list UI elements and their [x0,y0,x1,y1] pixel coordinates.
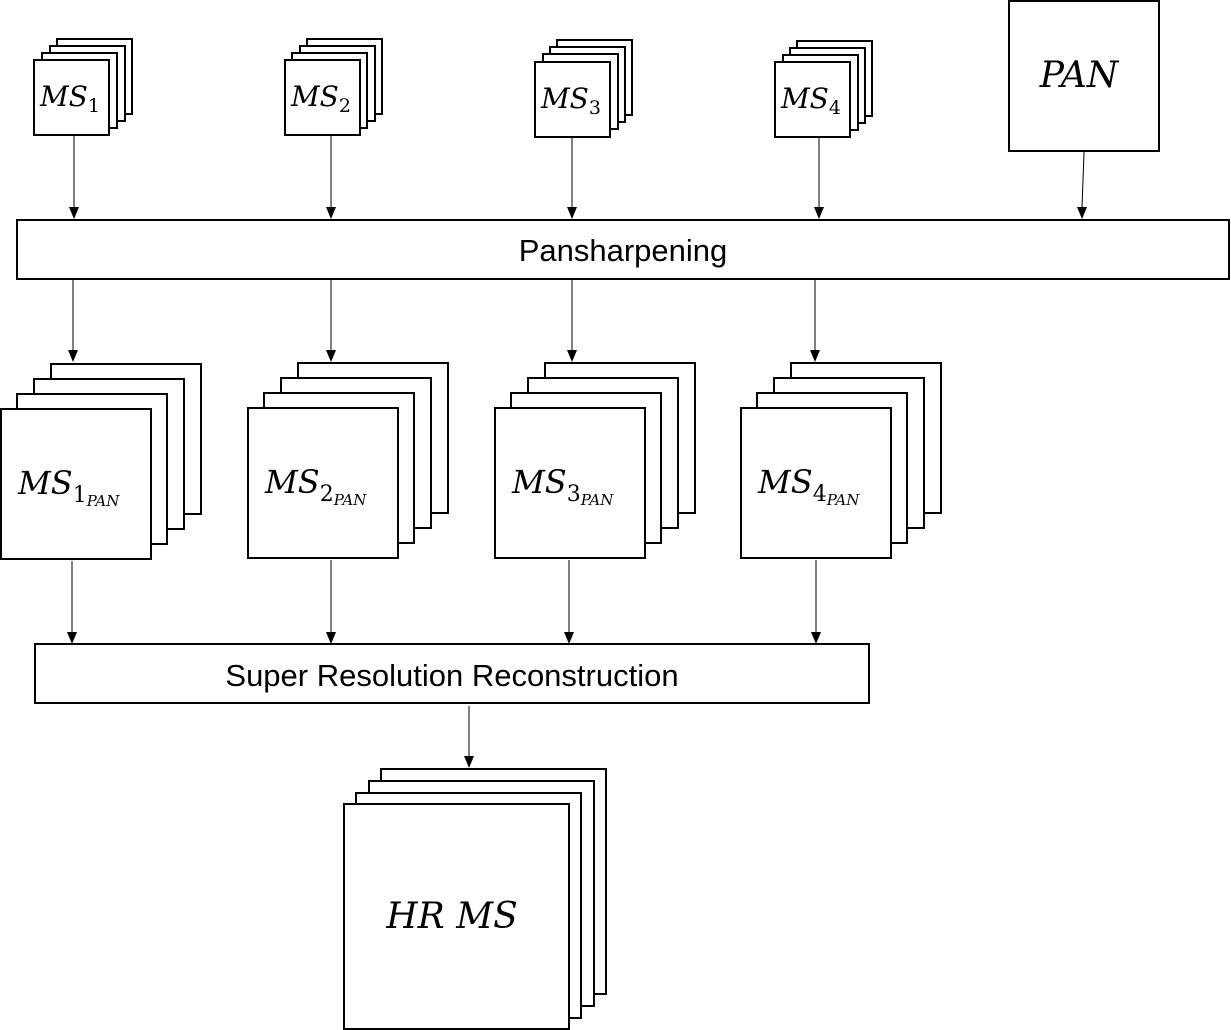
pan-input-label: PAN [1039,55,1120,96]
arrows-to-pansharpened [68,280,820,362]
ms3-input-base: MS [540,82,589,115]
ms3-pan-subsub: PAN [580,491,615,509]
svg-text:MS3PAN: MS3PAN [511,463,614,509]
ms2-pan-subsub: PAN [333,491,368,509]
ms1-input-sub: 1 [88,95,100,117]
ms4-input-base: MS [780,82,829,115]
ms1-pan-subsub: PAN [86,492,121,510]
pansharpening-label: Pansharpening [519,233,728,268]
ms4-pan-subsub: PAN [826,491,861,509]
ms3-input-sub: 3 [589,97,601,119]
pansharpening-block [16,219,1230,280]
arrows-to-pansharpening [69,136,1087,219]
ms4-input-sub: 4 [829,97,841,119]
svg-text:MS1: MS1 [39,80,100,117]
ms4-pan-stack: MS4PAN [740,362,942,559]
ms2-input-base: MS [290,80,339,113]
arrow-to-output [464,706,474,768]
hr-ms-output-label: HR MS [385,896,517,937]
svg-text:MS2: MS2 [290,80,351,117]
ms4-input-stack: MS4 [774,40,873,138]
super-resolution-label: Super Resolution Reconstruction [225,658,678,693]
ms3-input-stack: MS3 [534,39,633,138]
ms1-pan-base: MS [17,464,73,502]
svg-text:MS4PAN: MS4PAN [757,463,860,509]
ms2-pan-stack: MS2PAN [247,362,449,559]
ms1-pan-stack: MS1PAN [0,363,202,560]
ms2-pan-sub: 2 [320,482,334,507]
svg-text:MS2PAN: MS2PAN [264,463,367,509]
ms1-input-base: MS [39,80,88,113]
pan-input-box [1008,0,1160,152]
ms4-pan-sub: 4 [813,482,827,507]
arrows-to-super-resolution [67,560,821,644]
ms2-pan-base: MS [264,463,320,501]
svg-text:MS1PAN: MS1PAN [17,464,120,510]
ms3-pan-sub: 3 [567,482,581,507]
ms3-pan-stack: MS3PAN [494,362,696,559]
svg-text:MS3: MS3 [540,82,601,119]
ms2-input-stack: MS2 [284,38,383,136]
super-resolution-block [34,643,870,704]
svg-text:MS4: MS4 [780,82,841,119]
ms1-pan-sub: 1 [73,483,87,508]
ms3-pan-base: MS [511,463,567,501]
ms2-input-sub: 2 [339,95,351,117]
ms4-pan-base: MS [757,463,813,501]
ms1-input-stack: MS1 [33,38,133,136]
hr-ms-output-stack [343,768,607,1030]
